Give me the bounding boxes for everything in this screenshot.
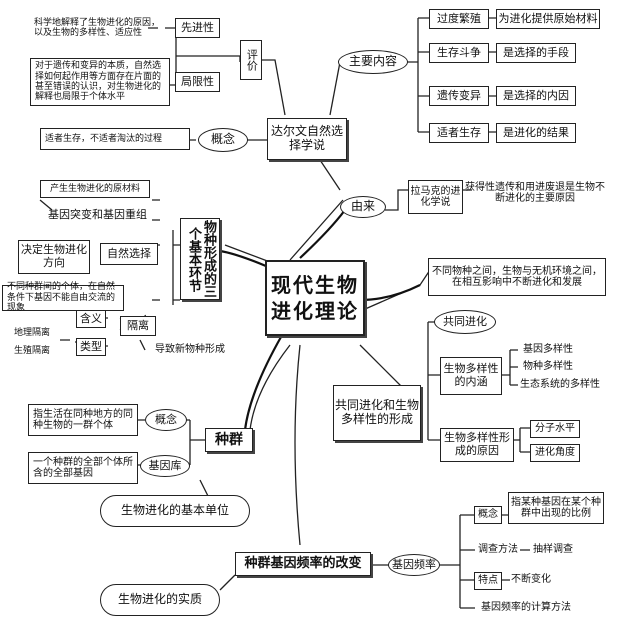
lamarck-text: 获得性遗传和用进废退是生物不断进化的主要原因 — [465, 181, 605, 205]
natural-selection: 自然选择 — [100, 243, 158, 265]
item-0-desc: 为进化提供原始材料 — [496, 9, 600, 29]
repro-isolation: 生殖隔离 — [13, 345, 50, 356]
frequency-title: 种群基因频率的改变 — [235, 552, 371, 576]
limitation-box: 局限性 — [175, 72, 220, 92]
item-3-desc: 是进化的结果 — [496, 123, 576, 143]
origin-label: 由来 — [340, 196, 386, 218]
main-content: 主要内容 — [338, 50, 408, 74]
evaluation-box: 评价 — [240, 40, 262, 80]
freq-calc: 基因频率的计算方法 — [481, 602, 571, 614]
progressive-box: 先进性 — [175, 18, 220, 38]
coevolution-note: 不同物种之间，生物与无机环境之间，在相互影响中不断进化和发展 — [428, 258, 606, 296]
darwin-concept-text: 适者生存，不适者淘汰的过程 — [40, 128, 190, 150]
center-title: 现代生物进化理论 — [265, 260, 365, 336]
item-3-label: 适者生存 — [429, 123, 489, 143]
darwin-concept: 概念 — [198, 128, 248, 152]
freq-method: 调查方法 — [478, 544, 518, 556]
population-title: 种群 — [205, 428, 253, 452]
freq-concept-text: 指某种基因在某个种群中出现的比例 — [508, 492, 604, 524]
progressive-text: 科学地解释了生物进化的原因，以及生物的多样性、适应性 — [34, 17, 161, 38]
item-0-label: 过度繁殖 — [429, 9, 489, 29]
isolation-box: 隔离 — [120, 316, 156, 336]
population-concept: 概念 — [145, 409, 187, 431]
freq-method-text: 抽样调查 — [533, 544, 573, 556]
lamarck-box: 拉马克的进化学说 — [408, 180, 463, 214]
gene-pool-text: 一个种群的全部个体所含的全部基因 — [28, 452, 138, 484]
isolation-meaning-text: 不同种群间的个体，在自然条件下基因不能自由交流的现象 — [2, 282, 124, 313]
mutation-box: 基因突变和基因重组 — [48, 207, 147, 221]
types-box: 类型 — [76, 338, 106, 356]
limitation-text: 对于遗传和变异的本质，自然选择如何起作用等方面存在片面的甚至错误的认识，对生物进… — [30, 58, 170, 106]
new-species-result: 导致新物种形成 — [155, 344, 225, 356]
item-1-label: 生存斗争 — [429, 43, 489, 63]
content-box: 生物多样性的内涵 — [440, 357, 502, 395]
coevolution-title: 共同进化和生物多样性的形成 — [333, 385, 421, 441]
item-2-desc: 是选择的内因 — [496, 86, 576, 106]
reason-item-0: 分子水平 — [530, 420, 580, 438]
freq-feature: 特点 — [474, 572, 502, 590]
content-item-0: 基因多样性 — [523, 344, 573, 356]
gene-pool: 基因库 — [140, 455, 190, 477]
frequency-essence: 生物进化的实质 — [100, 584, 220, 616]
content-item-2: 生态系统的多样性 — [520, 379, 600, 391]
reason-item-1: 进化角度 — [530, 444, 580, 462]
coevolution-box: 共同进化 — [434, 310, 496, 334]
darwin-title: 达尔文自然选择学说 — [267, 118, 347, 160]
reasons-box: 生物多样性形成的原因 — [440, 428, 514, 462]
geo-isolation: 地理隔离 — [13, 327, 50, 338]
species-title: 物种形成的三个基本环节 — [180, 218, 220, 300]
content-item-1: 物种多样性 — [523, 361, 573, 373]
population-unit: 生物进化的基本单位 — [100, 495, 250, 527]
mutation-note: 产生生物进化的原材料 — [40, 180, 150, 198]
freq-concept: 概念 — [474, 506, 502, 524]
item-2-label: 遗传变异 — [429, 86, 489, 106]
direction-box: 决定生物进化方向 — [18, 240, 90, 274]
gene-frequency: 基因频率 — [388, 554, 440, 576]
meaning-box: 含义 — [76, 310, 106, 328]
population-concept-text: 指生活在同种地方的同种生物的一群个体 — [28, 404, 138, 436]
item-1-desc: 是选择的手段 — [496, 43, 576, 63]
freq-feature-text: 不断变化 — [511, 574, 551, 586]
